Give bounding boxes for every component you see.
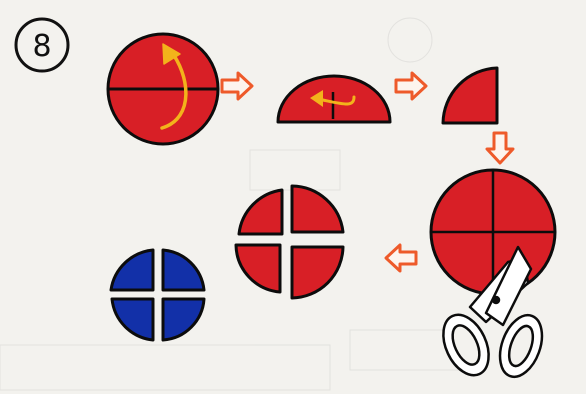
flow-arrow-4 — [386, 245, 416, 271]
paper-texture — [0, 18, 460, 390]
flow-arrow-3 — [487, 133, 513, 163]
blue-piece-top-right — [163, 250, 204, 290]
half-circle-paper — [278, 76, 390, 122]
red-piece-top-right — [292, 186, 343, 232]
blue-piece-bottom-right — [163, 299, 204, 340]
flow-arrow-2 — [396, 73, 426, 99]
red-piece-top-left — [239, 190, 282, 234]
step-badge: 8 — [16, 19, 68, 71]
blue-piece-bottom-left — [112, 299, 153, 340]
cut-red-circle — [236, 186, 343, 298]
red-piece-bottom-left — [236, 245, 280, 292]
red-piece-bottom-right — [292, 247, 343, 298]
flow-arrow-1 — [222, 73, 252, 99]
cut-blue-circle — [111, 250, 204, 340]
full-circle-paper — [108, 34, 218, 144]
step-number: 8 — [32, 29, 51, 64]
quarter-circle-paper — [443, 68, 497, 123]
unfolded-circle-paper — [431, 170, 555, 294]
blue-piece-top-left — [111, 250, 153, 290]
